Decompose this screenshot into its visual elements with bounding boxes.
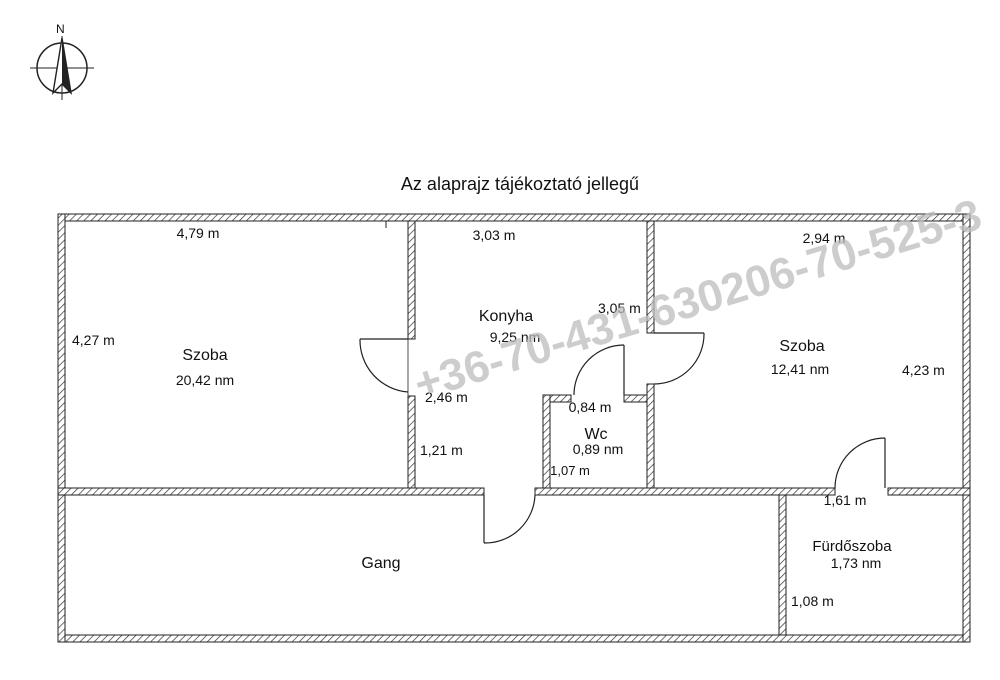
door-konyha: [573, 344, 625, 396]
dim-width: 1,61 m: [824, 492, 867, 508]
room-area: 20,42 nm: [176, 372, 234, 388]
compass-icon: N: [30, 22, 94, 100]
dim-width: 3,03 m: [473, 227, 516, 243]
room-name: Fürdőszoba: [812, 538, 892, 555]
room-gang: Gang: [361, 555, 400, 572]
dim-lower: 1,21 m: [420, 442, 463, 458]
room-name: Gang: [361, 555, 400, 572]
door-szoba-left: [359, 338, 409, 396]
compass-north-label: N: [56, 22, 65, 36]
dim-width: 4,79 m: [177, 225, 220, 241]
room-area: 12,41 nm: [771, 361, 829, 377]
door-szoba-right: [653, 332, 705, 385]
walls: [57, 213, 971, 643]
room-area: 9,25 nm: [490, 329, 541, 345]
dim-width: 2,94 m: [803, 230, 846, 246]
room-furdoszoba: Fürdőszoba 1,73 nm 1,61 m 1,08 m: [791, 492, 892, 609]
door-furdoszoba: [834, 437, 886, 489]
room-area: 1,73 nm: [831, 555, 882, 571]
dim-height: 3,05 m: [598, 300, 641, 316]
room-name: Wc: [584, 426, 607, 443]
plan-title: Az alaprajz tájékoztató jellegű: [401, 174, 639, 194]
dim-inner: 2,46 m: [425, 389, 468, 405]
dim-height: 1,08 m: [791, 593, 834, 609]
room-szoba-left: Szoba 20,42 nm 4,79 m 4,27 m: [72, 225, 234, 388]
door-gang: [483, 494, 536, 544]
room-szoba-right: Szoba 12,41 nm 2,94 m 4,23 m: [771, 230, 945, 378]
room-konyha: Konyha 9,25 nm 3,03 m 3,05 m 2,46 m 1,21…: [420, 227, 641, 458]
room-area: 0,89 nm: [573, 441, 624, 457]
doors: [359, 332, 886, 544]
room-wc: Wc 0,89 nm 0,84 m 1,07 m: [550, 399, 623, 478]
room-name: Konyha: [479, 308, 533, 325]
dim-height: 1,07 m: [550, 463, 590, 478]
room-name: Szoba: [779, 338, 824, 355]
dim-height: 4,27 m: [72, 332, 115, 348]
dim-height: 4,23 m: [902, 362, 945, 378]
phone-watermark: +36-70-431-630206-70-525-3: [409, 190, 988, 409]
dim-width: 0,84 m: [569, 399, 612, 415]
room-name: Szoba: [182, 347, 227, 364]
